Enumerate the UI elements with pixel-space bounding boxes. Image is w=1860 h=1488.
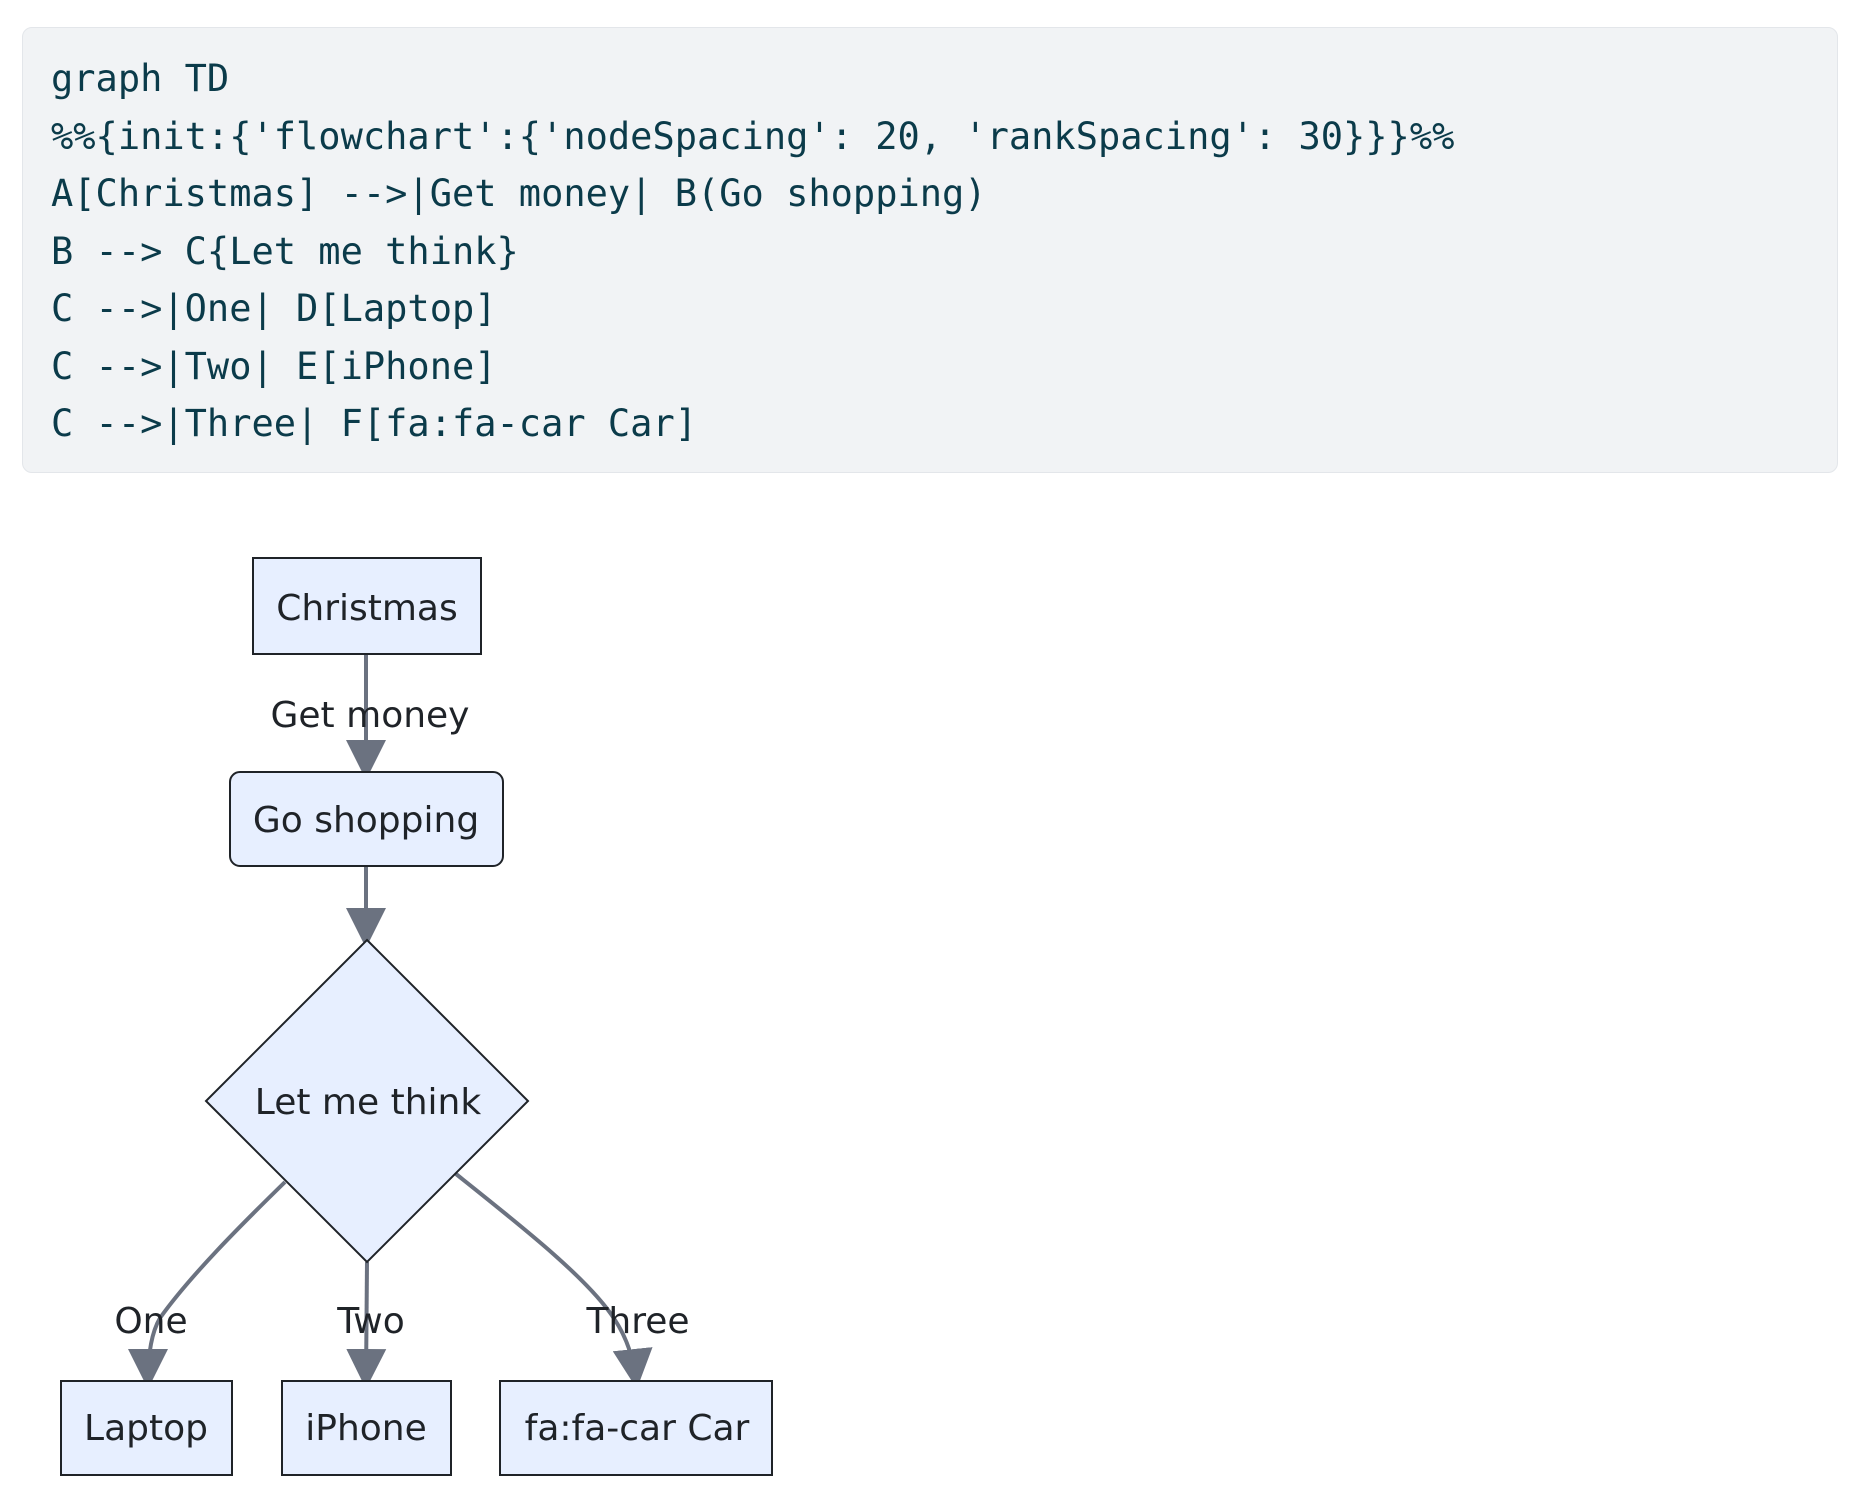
node-iphone: iPhone <box>281 1380 452 1476</box>
code-line: C -->|Two| E[iPhone] <box>51 344 497 388</box>
node-go-shopping-label: Go shopping <box>253 800 479 841</box>
node-christmas-label: Christmas <box>276 588 458 629</box>
code-line: A[Christmas] -->|Get money| B(Go shoppin… <box>51 172 987 215</box>
node-go-shopping: Go shopping <box>229 771 504 867</box>
code-block: graph TD %%{init:{'flowchart':{'nodeSpac… <box>22 27 1838 473</box>
node-let-me-think: Let me think <box>204 938 530 1264</box>
edge-label-two: Two <box>336 1301 405 1342</box>
edge-c-f <box>454 1172 653 1389</box>
code-line: graph TD <box>51 57 230 100</box>
code-line: C -->|One| D[Laptop] <box>51 287 497 330</box>
node-christmas: Christmas <box>252 557 482 655</box>
edge-label-three: Three <box>585 1301 689 1342</box>
node-laptop-label: Laptop <box>84 1408 208 1449</box>
node-let-me-think-label: Let me think <box>255 1082 482 1123</box>
code-line: B --> C{Let me think} <box>51 229 519 273</box>
edge-label-one: One <box>114 1301 187 1342</box>
edge-c-d <box>128 1180 287 1389</box>
code-line: C -->|Three| F[fa:fa-car Car] <box>51 402 698 445</box>
edges <box>128 654 653 1389</box>
code-line: %%{init:{'flowchart':{'nodeSpacing': 20,… <box>51 114 1455 158</box>
node-car: fa:fa-car Car <box>499 1380 773 1476</box>
edge-c-e <box>346 1261 387 1389</box>
node-laptop: Laptop <box>60 1380 233 1476</box>
node-iphone-label: iPhone <box>305 1408 427 1449</box>
edge-label-get-money: Get money <box>271 695 470 736</box>
node-car-label: fa:fa-car Car <box>525 1408 750 1449</box>
